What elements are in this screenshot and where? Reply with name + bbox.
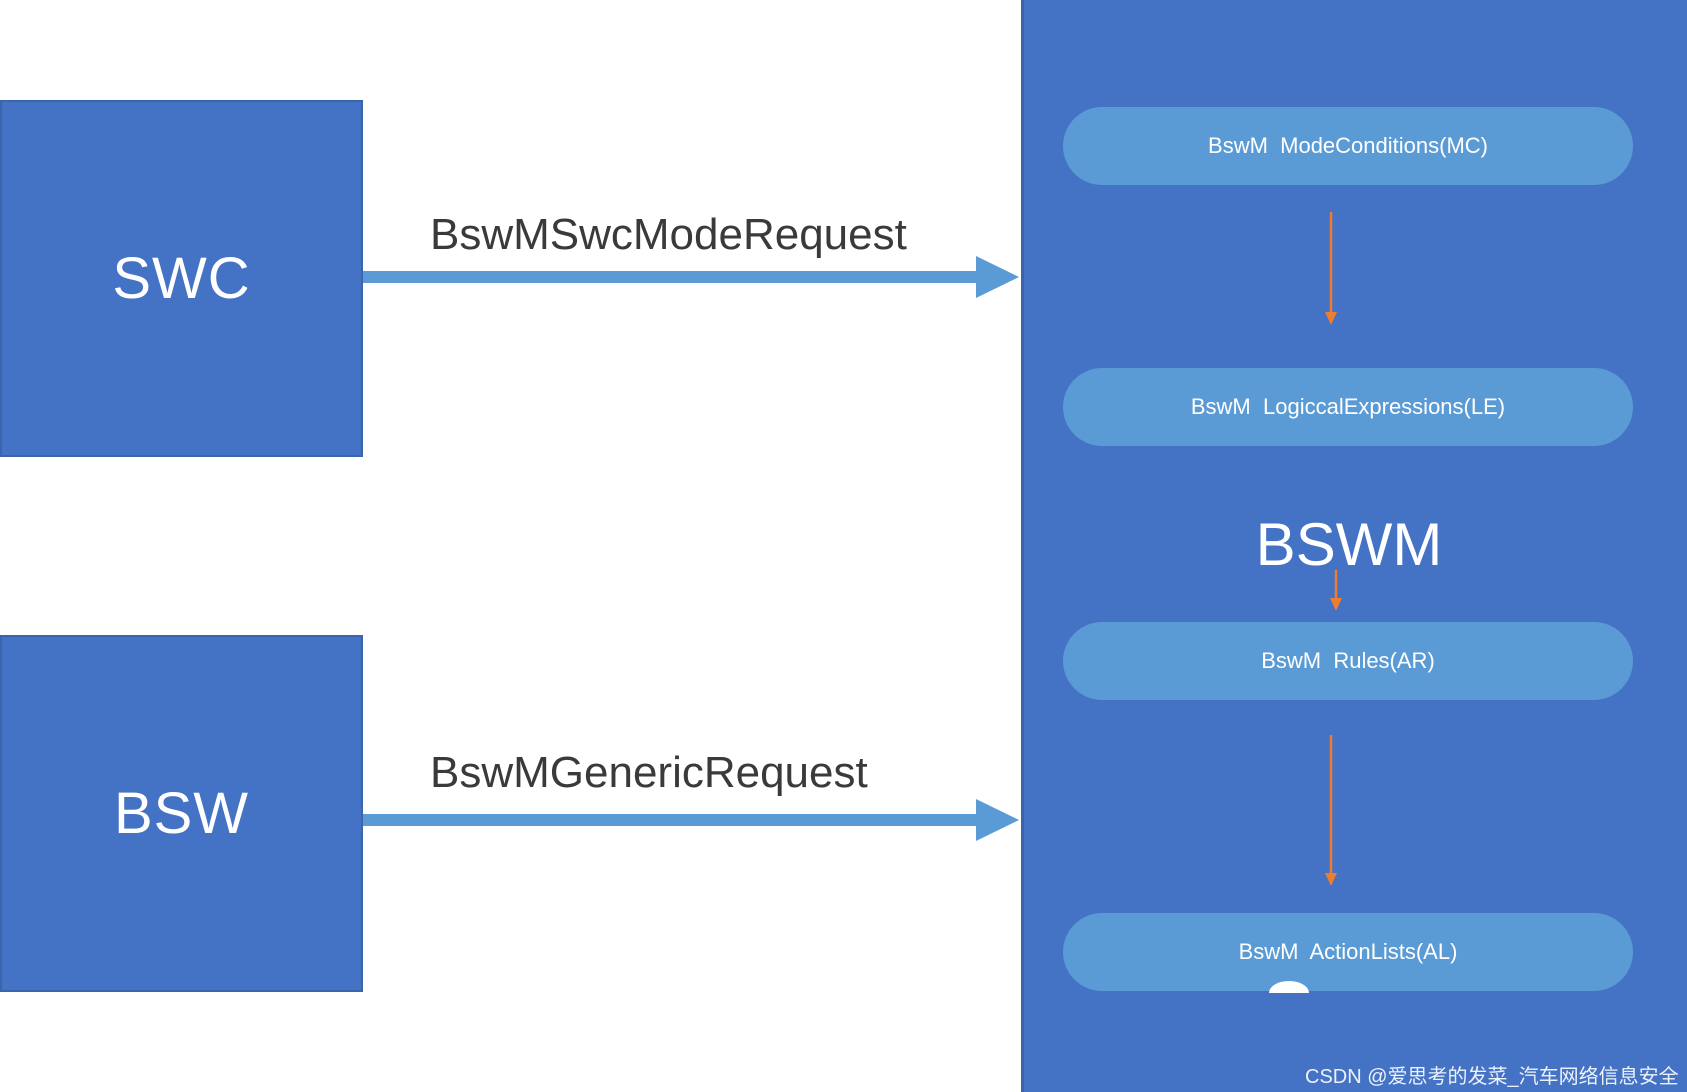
mc-to-le-arrow (1325, 212, 1337, 325)
generic-request-arrow (363, 799, 1019, 841)
ar-to-al-arrow (1325, 735, 1337, 886)
bswm-title: BSWM (1255, 511, 1443, 578)
swc-label: SWC (112, 246, 251, 311)
watermark-text: CSDN @爱思考的发菜_汽车网络信息安全 (1305, 1066, 1679, 1088)
swc-request-arrow (363, 256, 1019, 298)
action-lists-stage: BswM ActionLists(AL) (1063, 913, 1633, 991)
swc-mode-request-label: BswMSwcModeRequest (430, 210, 907, 259)
bswm-panel: BswM ModeConditions(MC) BswM LogiccalExp… (1021, 0, 1687, 1092)
rules-stage: BswM Rules(AR) (1063, 622, 1633, 700)
generic-request-label: BswMGenericRequest (430, 748, 868, 797)
bsw-box: BSW (0, 635, 363, 992)
bsw-label: BSW (113, 781, 250, 846)
logical-expressions-stage: BswM LogiccalExpressions(LE) (1063, 368, 1633, 446)
mode-conditions-stage: BswM ModeConditions(MC) (1063, 107, 1633, 185)
le-to-ar-arrow (1330, 570, 1342, 611)
cursor-marker-icon (1269, 981, 1309, 993)
swc-box: SWC (0, 100, 363, 457)
